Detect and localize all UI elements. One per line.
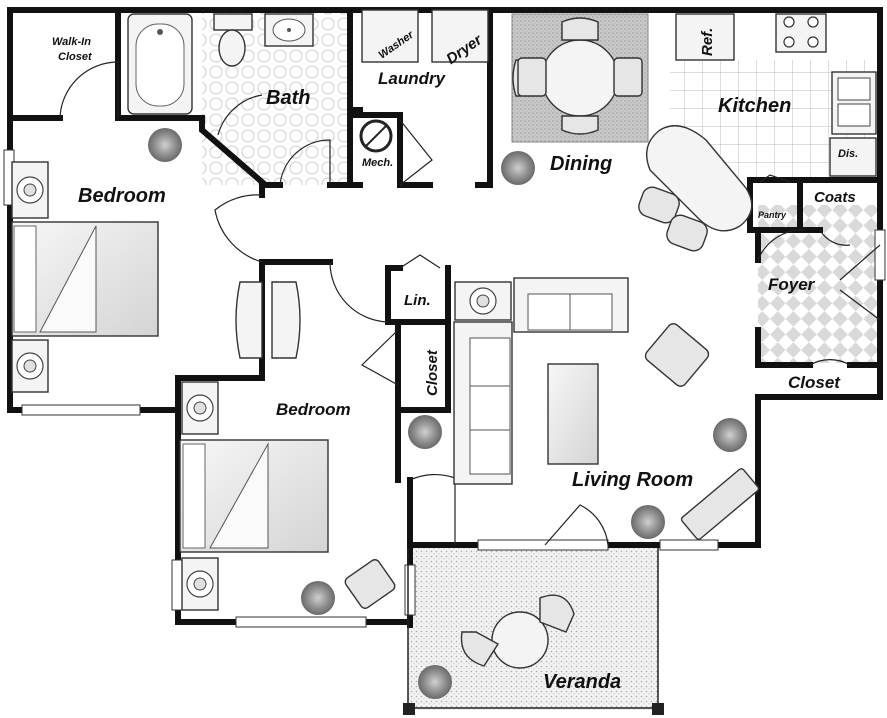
washer-dryer bbox=[361, 9, 489, 63]
label-bedroom-center: Bedroom bbox=[276, 400, 351, 419]
label-walkin-2: Closet bbox=[58, 51, 93, 63]
toilet bbox=[213, 13, 253, 67]
label-walkin: Walk-In bbox=[52, 36, 91, 48]
label-bedroom-left: Bedroom bbox=[78, 185, 166, 207]
label-dining: Dining bbox=[550, 153, 612, 175]
veranda-table bbox=[460, 594, 575, 669]
label-linen: Lin. bbox=[404, 292, 431, 309]
plants bbox=[148, 128, 747, 699]
label-ref: Ref. bbox=[699, 28, 716, 56]
plant-icon bbox=[408, 415, 442, 449]
plant-icon bbox=[501, 151, 535, 185]
label-closet-right: Closet bbox=[788, 373, 841, 392]
label-kitchen: Kitchen bbox=[718, 95, 791, 117]
label-foyer: Foyer bbox=[768, 275, 816, 294]
kitchen-fixtures bbox=[638, 13, 877, 252]
bed-left bbox=[11, 161, 159, 393]
bathtub bbox=[127, 13, 193, 115]
door-swings bbox=[59, 61, 881, 546]
plant-icon bbox=[301, 581, 335, 615]
dresser-left bbox=[235, 281, 301, 359]
plant-icon bbox=[713, 418, 747, 452]
plant-icon bbox=[418, 665, 452, 699]
plant-icon bbox=[148, 128, 182, 162]
label-dis: Dis. bbox=[838, 148, 858, 160]
label-living-room: Living Room bbox=[572, 469, 693, 491]
veranda-posts bbox=[403, 548, 664, 715]
bath-sink bbox=[264, 13, 314, 47]
plant-icon bbox=[631, 505, 665, 539]
label-veranda: Veranda bbox=[543, 671, 621, 693]
label-laundry: Laundry bbox=[378, 69, 447, 88]
windows bbox=[3, 149, 886, 628]
mech-heater bbox=[359, 119, 393, 153]
interior-walls bbox=[7, 7, 883, 548]
label-pantry: Pantry bbox=[758, 210, 787, 220]
living-furniture bbox=[453, 277, 760, 540]
label-mech: Mech. bbox=[362, 157, 393, 169]
dining-set bbox=[512, 17, 643, 135]
label-closet-center: Closet bbox=[424, 349, 441, 396]
label-coats: Coats bbox=[814, 189, 856, 206]
bed-center bbox=[179, 381, 396, 611]
label-bath: Bath bbox=[266, 87, 310, 109]
